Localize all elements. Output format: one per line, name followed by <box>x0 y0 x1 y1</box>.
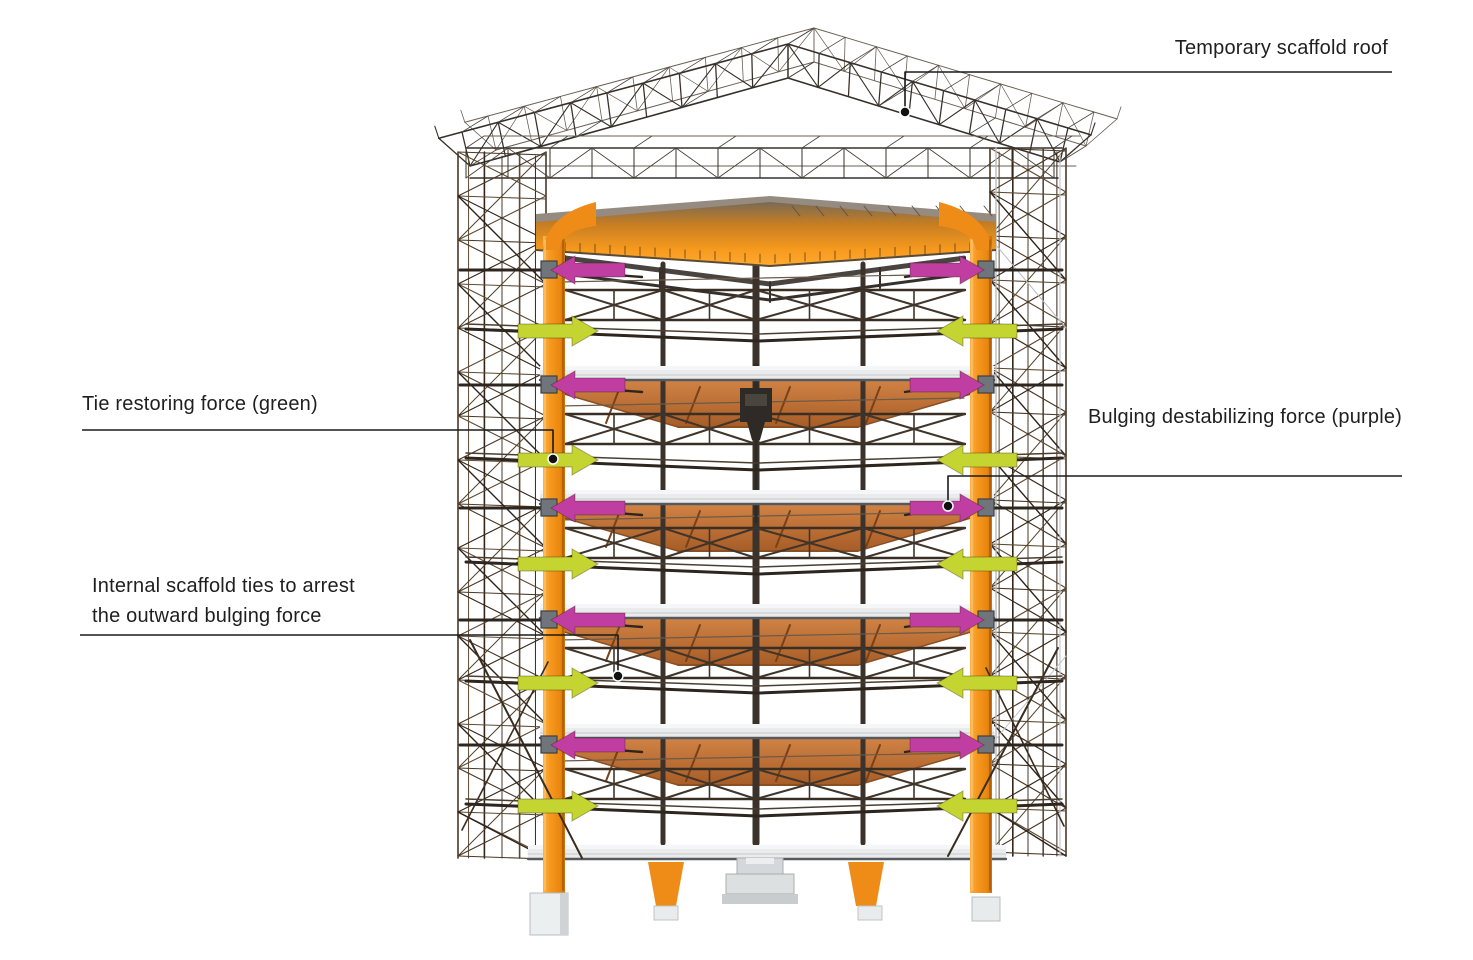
bulging-arrow-right <box>909 370 985 400</box>
bulging-arrow-right <box>909 730 985 760</box>
building-interior <box>546 255 989 847</box>
leader-tie-restoring-force <box>82 429 559 465</box>
roof-truss <box>434 27 1122 179</box>
tie-restoring-arrow-right <box>935 790 1018 822</box>
leader-bulging-force <box>942 475 1402 512</box>
base-supports <box>529 857 1001 936</box>
force-arrows <box>517 255 1018 822</box>
bulging-arrow-left <box>550 255 626 285</box>
bulging-arrow-left <box>550 370 626 400</box>
tie-restoring-arrow-right <box>935 444 1018 476</box>
leader-temporary-scaffold-roof <box>899 71 1392 118</box>
bulging-arrow-left <box>550 605 626 635</box>
annotation-temporary-scaffold-roof: Temporary scaffold roof <box>1174 37 1388 59</box>
tie-plates <box>540 260 995 754</box>
tie-restoring-arrow-right <box>935 548 1018 580</box>
annotation-tie-restoring-force: Tie restoring force (green) <box>82 393 318 415</box>
annotation-internal-line-2: the outward bulging force <box>92 605 322 627</box>
tie-restoring-arrow-left <box>517 667 600 699</box>
annotation-internal-line-1: Internal scaffold ties to arrest <box>92 575 355 597</box>
tie-restoring-arrow-left <box>517 548 600 580</box>
tie-restoring-arrow-left <box>517 315 600 347</box>
leader-bulging-force-dot <box>942 500 954 512</box>
bulging-arrow-right <box>909 255 985 285</box>
right-scaffold-tower <box>989 147 1067 857</box>
tie-restoring-arrow-right <box>935 667 1018 699</box>
leader-tie-restoring-force-dot <box>547 453 559 465</box>
tie-restoring-arrow-left <box>517 790 600 822</box>
annotation-bulging-destabilizing-force: Bulging destabilizing force (purple) <box>1088 406 1403 428</box>
annotation-internal-scaffold-ties: Internal scaffold ties to arrest the out… <box>92 571 355 631</box>
building-roof <box>535 196 997 267</box>
leader-internal-ties-dot <box>612 670 624 682</box>
leader-internal-ties <box>80 634 624 682</box>
annotation-leaders <box>80 71 1402 682</box>
tie-restoring-arrow-right <box>935 315 1018 347</box>
bulging-arrow-left <box>550 730 626 760</box>
leader-temporary-scaffold-roof-dot <box>899 106 911 118</box>
bulging-arrow-right <box>909 605 985 635</box>
bulging-arrow-left <box>550 493 626 523</box>
